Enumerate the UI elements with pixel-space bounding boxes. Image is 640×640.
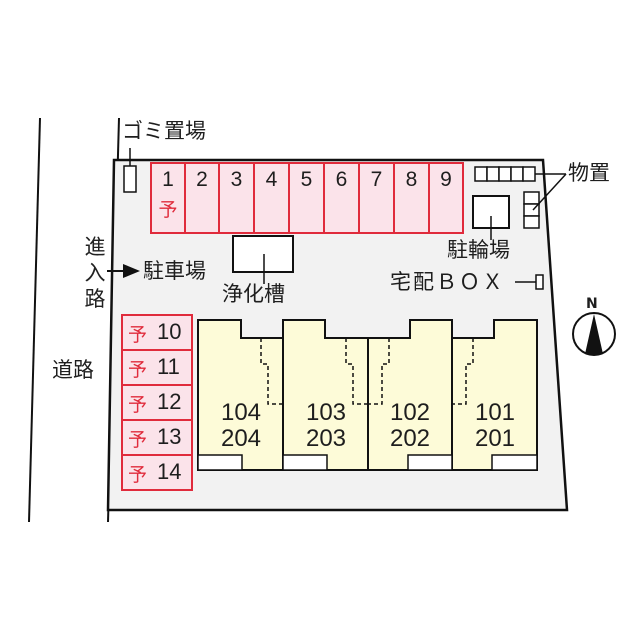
garbage-area-label: ゴミ置場 xyxy=(122,119,206,143)
parking-lot-label: 駐車場 xyxy=(143,259,206,283)
parking-spot-5[interactable]: 5 xyxy=(288,162,325,234)
parking-spot-3[interactable]: 3 xyxy=(218,162,255,234)
road-label: 道路 xyxy=(52,358,94,382)
entrance-arrow-icon xyxy=(123,264,140,278)
septic-tank-box xyxy=(232,235,294,273)
entrance-road-label: 進 入 路 xyxy=(84,235,106,311)
compass-north-icon xyxy=(572,312,616,356)
bicycle-parking-label: 駐輪場 xyxy=(447,238,510,262)
delivery-box-label: 宅配ＢＯＸ xyxy=(390,270,505,294)
parking-spot-6[interactable]: 6 xyxy=(323,162,360,234)
north-label: N xyxy=(586,296,598,312)
road-edge-left xyxy=(28,117,41,523)
parking-spot-9[interactable]: 9 xyxy=(428,162,464,234)
parking-spot-7[interactable]: 7 xyxy=(358,162,395,234)
septic-tank-label: 浄化槽 xyxy=(222,282,285,306)
parking-spot-4[interactable]: 4 xyxy=(253,162,290,234)
building xyxy=(197,319,538,471)
storage-sheds-side xyxy=(523,191,540,229)
parking-spot-8[interactable]: 8 xyxy=(393,162,430,234)
garbage-box xyxy=(123,165,137,193)
storage-label: 物置 xyxy=(568,161,610,185)
delivery-box xyxy=(535,274,544,290)
parking-spot-2[interactable]: 2 xyxy=(184,162,220,234)
storage-sheds-top xyxy=(474,166,536,182)
